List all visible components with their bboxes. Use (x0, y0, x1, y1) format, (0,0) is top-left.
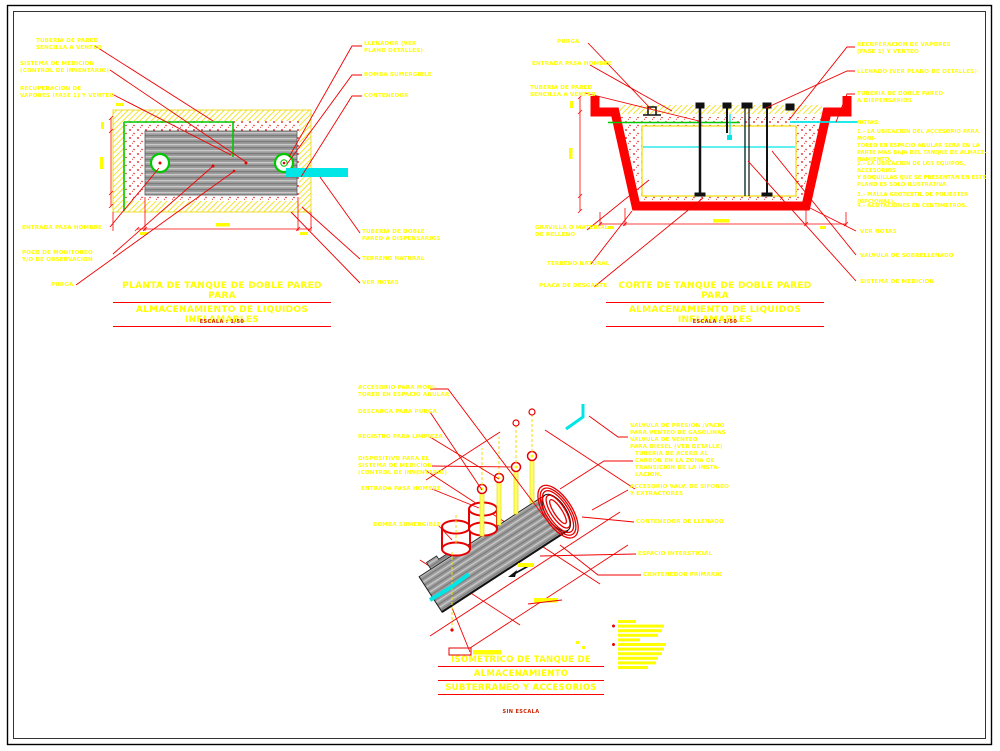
section-pipes-black (643, 102, 795, 197)
section-label-tuberia-doble: TUBERIA DE DOBLE PARED A DISPENSARIOS (857, 91, 944, 104)
section-label-venteo: TUBERIA DE PARED SENCILLA A VENTEO (530, 85, 596, 98)
iso-title-line1: ISOMETRICO DE TANQUE DE (438, 655, 604, 667)
iso-end-rings (537, 484, 579, 539)
section-label-vapores: RECUPERACION DE VAPORES (FASE 1) Y VENTE… (857, 42, 951, 55)
plan-label-vernotas: VER NOTAS (362, 280, 399, 286)
iso-label-dispositivo: DISPOSITIVO PARA EL SISTEMA DE MEDICION … (358, 456, 448, 476)
plan-tank-body (144, 130, 298, 196)
iso-leader-lines (429, 388, 641, 576)
iso-label-espacio: ESPACIO INTERSTICIAL (638, 551, 713, 557)
plan-title-line1: PLANTA DE TANQUE DE DOBLE PARED PARA (113, 281, 331, 303)
section-title-line1: CORTE DE TANQUE DE DOBLE PARED PARA (606, 281, 824, 303)
section-notes-heading: NOTAS: (857, 120, 881, 126)
section-label-medicion: SISTEMA DE MEDICION (860, 279, 935, 285)
plan-dimensions (108, 115, 313, 232)
iso-label-sifoneo: ACCESORIO VALV. DE SIFONEO Y EXTRACTORES (630, 484, 729, 497)
section-label-vernotas: VER NOTAS (860, 229, 897, 235)
iso-label-bomba: BOMBA SUMERGIBLE (373, 522, 441, 528)
plan-label-llenador: LLENADOR (VER PLANO DETALLES) (364, 41, 424, 54)
plan-title-line2: ALMACENAMIENTO DE LIQUIDOS INFLAMABLES (113, 305, 331, 327)
section-label-terreno: TERRENO NATURAL (547, 261, 610, 267)
isometric-view-drawing (418, 388, 666, 669)
plan-label-tuberia-doble: TUBERIA DE DOBLE PARED A DISPENSARIOS (362, 229, 441, 242)
plan-label-bomba: BOMBA SUMERGIBLE (364, 72, 432, 78)
iso-notes-bars (612, 620, 666, 669)
section-scale-note: ESCALA : 1/50 (692, 319, 738, 325)
iso-title-line3: SUBTERRANEO Y ACCESORIOS (438, 683, 604, 695)
section-label-pasahombre: ENTRADA PASA HOMBRE (532, 61, 612, 67)
plan-label-vapores: RECUPERACION DE VAPORES (FASE 1) Y VENTE… (20, 86, 115, 99)
iso-label-limpieza: REGISTRO PARA LIMPIEZA (358, 434, 443, 440)
plan-label-contenedor: CONTENEDOR (364, 93, 409, 99)
section-label-purga: PURGA (557, 39, 580, 45)
section-pit-wall (590, 96, 852, 211)
plan-label-pasahombre: ENTRADA PASA HOMBRE (22, 225, 102, 231)
iso-label-monitoreo: ACCESORIO PARA MONI- TOREO EN ESPACIO AN… (358, 385, 450, 398)
section-note-4: 4.- ACOTACIONES EN CENTIMETROS. (857, 203, 968, 209)
iso-title-line2: ALMACENAMIENTO (438, 669, 604, 681)
iso-label-contenedor-llenado: CONTENEDOR DE LLENADO (636, 519, 724, 525)
section-dimension-text-bars (569, 101, 826, 229)
plan-vent-piping (123, 121, 234, 211)
plan-label-purga: PURGA (51, 282, 74, 288)
section-label-valvula: VALVULA DE SOBRELLENADO (860, 253, 954, 259)
plan-scale-note: ESCALA : 1/50 (199, 319, 245, 325)
iso-label-pasahombre: ENTRADA PASA HOMBRE (361, 486, 441, 492)
iso-label-valvula-venteo: VALVULA DE PRESION /VACIO PARA VENTEO DE… (630, 423, 726, 450)
plan-leader-lines (75, 45, 362, 286)
section-leader-lines (584, 42, 857, 288)
plan-label-pozo: POZO DE MONITOREO Y/O DE OBSERVACION (22, 250, 93, 263)
section-note-2: 2.- LA UBICACION DE LOS EQUIPOS, ACCESOR… (857, 161, 987, 189)
iso-view-title: ISOMETRICO DE TANQUE DE ALMACENAMIENTO S… (438, 655, 604, 697)
section-title-line2: ALMACENAMIENTO DE LIQUIDOS INFLAMABLES (606, 305, 824, 327)
iso-label-tuberia-acero: TUBERIA DE ACERO AL CARBON EN LA ZONA DE… (635, 451, 721, 478)
plan-view-drawing (75, 45, 362, 286)
sheet-border (6, 4, 993, 746)
section-label-llenado: LLENADO (VER PLANO DE DETALLES) (857, 69, 978, 75)
plan-dimension-text-bars (100, 103, 308, 235)
plan-dispenser-pipe-cyan (286, 168, 348, 177)
iso-cyan-pipes (428, 404, 585, 602)
section-label-placa: PLACA DE DESGASTE (539, 283, 608, 289)
plan-label-medicion: SISTEMA DE MEDICION (CONTROL DE INVENTAR… (20, 61, 110, 74)
iso-misc-marks (448, 563, 585, 656)
iso-label-contenedor-primario: CONTENEDOR PRIMARIO (643, 572, 723, 578)
iso-riser-pipes (450, 408, 538, 632)
section-note-1: 1.- LA UBICACION DEL ACCESORIO PARA MONI… (857, 129, 987, 164)
section-view-title: CORTE DE TANQUE DE DOBLE PARED PARA ALMA… (606, 281, 824, 329)
plan-view-title: PLANTA DE TANQUE DE DOBLE PARED PARA ALM… (113, 281, 331, 329)
section-tank-outline (641, 125, 797, 197)
plan-label-venteo: TUBERIA DE PARED SENCILLA A VENTEO (36, 38, 102, 51)
section-cover-hatch (620, 105, 822, 114)
plan-label-terreno: TERRENO NATURAL (362, 256, 425, 262)
iso-scale-note: SIN ESCALA (502, 709, 540, 715)
plan-fitting-dots (211, 161, 248, 173)
plan-manhole-left (149, 152, 171, 174)
section-label-gravilla: GRAVILLA O MATERIAL DE RELLENO (535, 225, 609, 238)
iso-label-purga: DESCARGA PARA PURGA (358, 409, 437, 415)
section-view-drawing (569, 42, 858, 288)
section-note-3: 3.- MALLA GEOTEXTIL DE POLIESTER (OPCION… (857, 192, 969, 206)
